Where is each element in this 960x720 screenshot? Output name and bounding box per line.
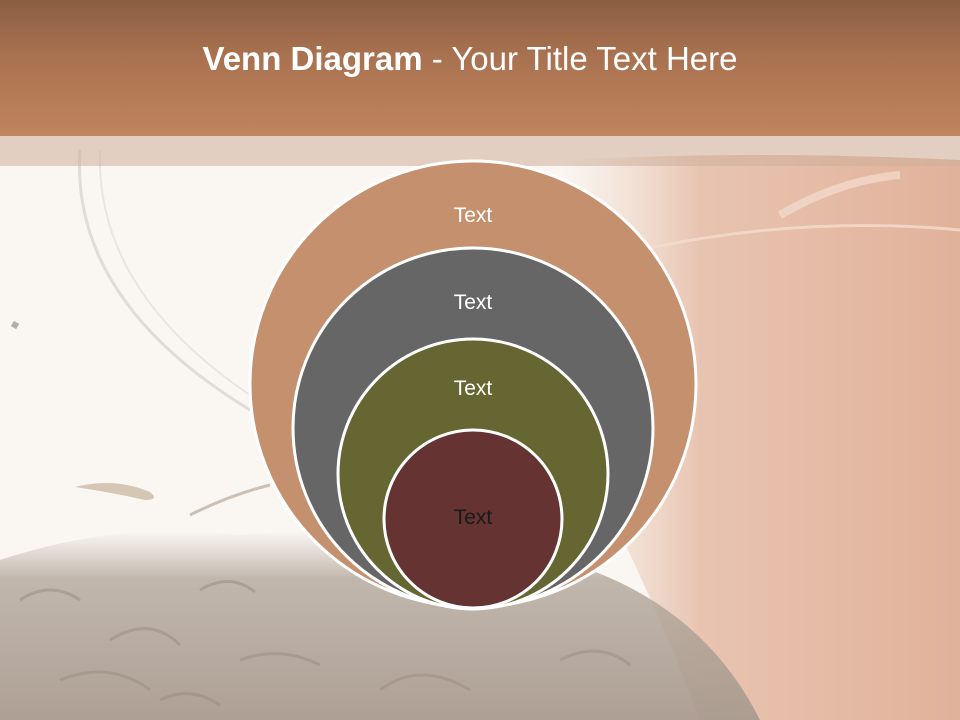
venn-circle-1-label: Text <box>453 204 493 227</box>
title-bold: Venn Diagram <box>202 40 423 77</box>
title-bar <box>0 0 960 136</box>
venn-circle-4-label: Text <box>453 506 493 529</box>
venn-circle-4 <box>382 428 564 610</box>
slide-title: Venn Diagram - Your Title Text Here <box>0 40 940 78</box>
venn-circle-2-label: Text <box>453 291 493 314</box>
venn-circle-3-label: Text <box>453 377 493 400</box>
title-rest: - Your Title Text Here <box>422 40 738 77</box>
